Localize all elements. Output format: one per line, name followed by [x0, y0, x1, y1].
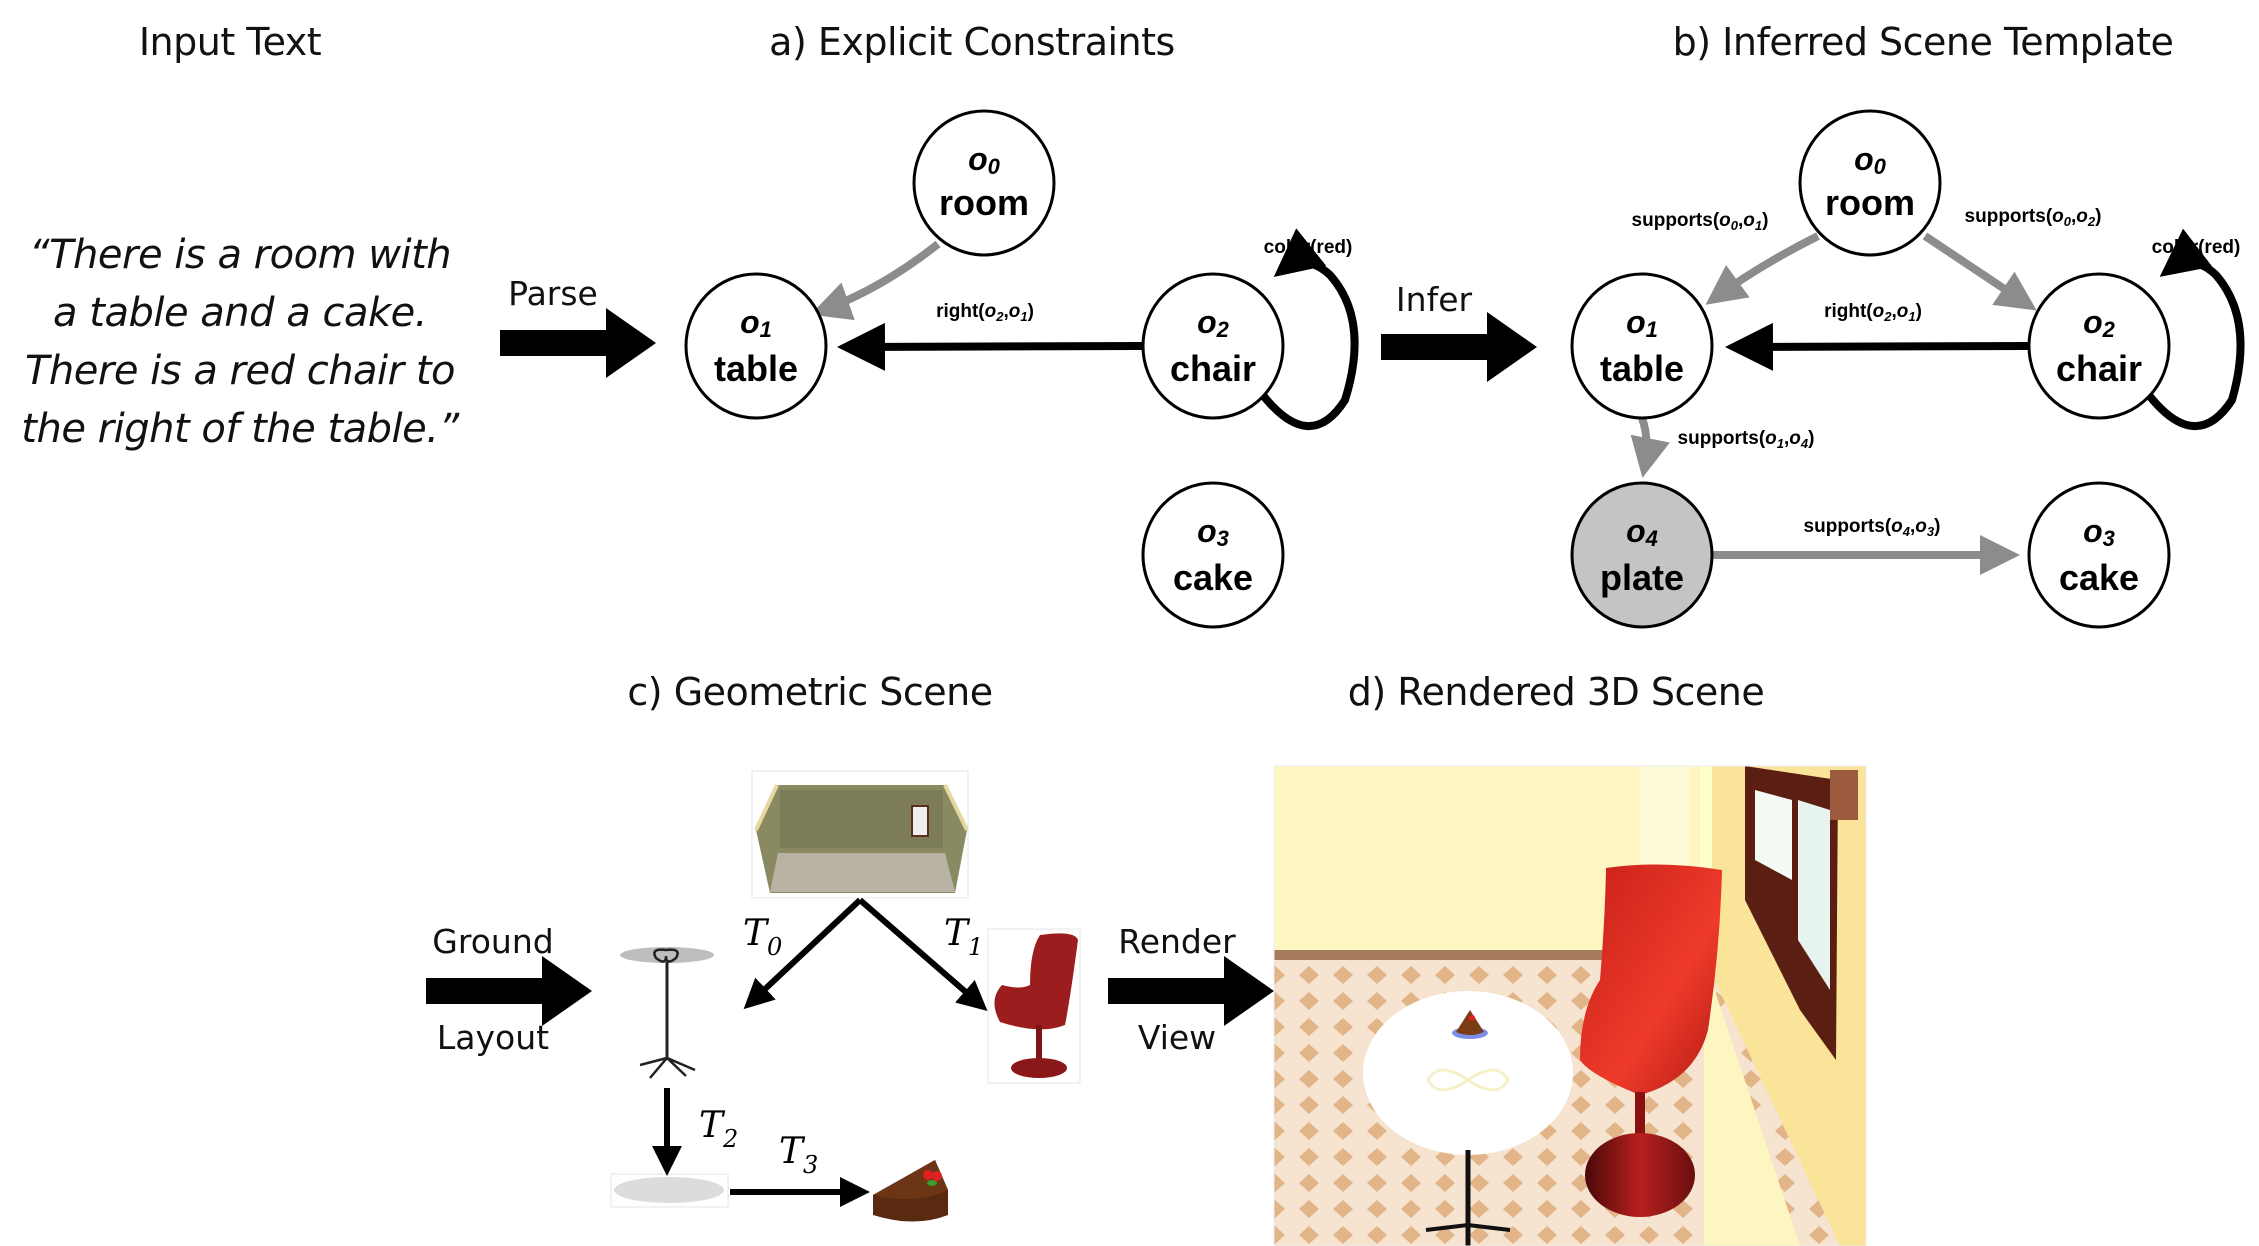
transform-label-t2: T2	[699, 1105, 738, 1153]
render-view-arrow	[1108, 956, 1274, 1026]
edge-label-color: color(red)	[1264, 237, 1353, 258]
parse-label: Parse	[508, 274, 598, 313]
parse-arrow	[500, 308, 656, 378]
quote-line: There is a red chair to	[24, 348, 456, 394]
cake-model-image	[873, 1160, 948, 1222]
rendered-chair	[1580, 864, 1722, 1095]
inferred-graph: supports(o0,o1) supports(o0,o2) right(o2…	[1570, 109, 2245, 629]
svg-text:room: room	[939, 182, 1029, 223]
transform-label-t0: T0	[743, 913, 782, 961]
svg-text:o2: o2	[1197, 304, 1230, 342]
table-model-image	[620, 947, 714, 1079]
svg-text:cake: cake	[1173, 557, 1253, 598]
node-o4-plate-inferred: o4 plate	[1570, 481, 1714, 629]
edge-label-color: color(red)	[2152, 237, 2241, 258]
svg-text:o1: o1	[740, 304, 772, 342]
render-label: Render	[1118, 922, 1236, 961]
node-o2-chair: o2 chair	[2027, 272, 2171, 420]
node-o2-chair: o2 chair	[1141, 272, 1285, 420]
transform-arrow-t0	[743, 897, 863, 1010]
node-o1-table: o1 table	[684, 272, 828, 420]
svg-text:o1: o1	[1626, 304, 1658, 342]
svg-text:chair: chair	[2056, 348, 2142, 389]
quote-line: the right of the table.”	[21, 406, 459, 452]
edge-supports-o1-o4	[1630, 416, 1670, 478]
node-o1-table: o1 table	[1570, 272, 1714, 420]
geometric-scene-title: c) Geometric Scene	[627, 670, 993, 714]
svg-text:chair: chair	[1170, 348, 1256, 389]
edge-label-right: right(o2,o1)	[1824, 301, 1922, 324]
node-o3-cake: o3 cake	[2027, 481, 2171, 629]
input-text-title: Input Text	[138, 20, 322, 64]
ground-layout-arrow	[426, 956, 592, 1026]
edge-right-o2-o1	[837, 322, 1144, 371]
svg-text:o3: o3	[2083, 513, 2115, 551]
transform-label-t1: T1	[944, 913, 983, 961]
rendered-scene-title: d) Rendered 3D Scene	[1347, 670, 1765, 714]
explicit-graph: right(o2,o1) color(red) o0 room o1 table…	[684, 109, 1359, 629]
transform-arrow-t1	[858, 897, 988, 1011]
view-label: View	[1137, 1018, 1217, 1057]
geometric-scene: T0 T1 T2 T3	[610, 770, 1081, 1222]
svg-text:room: room	[1825, 182, 1915, 223]
edge-supports-o0-o1	[1705, 232, 1820, 305]
svg-text:table: table	[714, 348, 798, 389]
svg-text:o0: o0	[1854, 141, 1887, 179]
rendered-3d-scene	[1273, 765, 1867, 1246]
infer-label: Infer	[1395, 280, 1473, 319]
node-o0-room: o0 room	[912, 109, 1056, 257]
edge-color-self-loop	[1258, 228, 1359, 430]
room-model-image	[751, 770, 969, 899]
edge-label-supports-o1-o4: supports(o1,o4)	[1678, 428, 1815, 451]
svg-text:o4: o4	[1626, 513, 1658, 551]
edge-label-right: right(o2,o1)	[936, 301, 1034, 324]
edge-supports-o0-o2	[1922, 232, 2037, 311]
svg-text:o3: o3	[1197, 513, 1229, 551]
svg-text:table: table	[1600, 348, 1684, 389]
svg-text:o0: o0	[968, 141, 1001, 179]
edge-o0-o1	[810, 240, 941, 321]
infer-arrow	[1381, 312, 1537, 382]
edge-label-supports-o0-o2: supports(o0,o2)	[1965, 206, 2102, 229]
explicit-constraints-title: a) Explicit Constraints	[769, 20, 1175, 64]
input-quote: “There is a room with a table and a cake…	[0, 226, 480, 458]
svg-text:cake: cake	[2059, 557, 2139, 598]
chair-model-image	[987, 928, 1081, 1084]
edge-color-self-loop	[2144, 228, 2245, 430]
quote-line: “There is a room with	[28, 232, 452, 278]
edge-label-supports-o4-o3: supports(o4,o3)	[1804, 516, 1941, 539]
transform-label-t3: T3	[779, 1131, 818, 1179]
layout-label: Layout	[436, 1018, 550, 1057]
node-o0-room: o0 room	[1798, 109, 1942, 257]
edge-right-o2-o1	[1725, 322, 2031, 371]
edge-label-supports-o0-o1: supports(o0,o1)	[1632, 210, 1769, 233]
ground-label: Ground	[432, 922, 554, 961]
rendered-cake	[1456, 1010, 1484, 1035]
inferred-template-title: b) Inferred Scene Template	[1672, 20, 2174, 64]
plate-model-image	[610, 1173, 729, 1208]
rendered-table	[1363, 991, 1573, 1155]
quote-line: a table and a cake.	[53, 290, 427, 336]
node-o3-cake: o3 cake	[1141, 481, 1285, 629]
svg-text:o2: o2	[2083, 304, 2116, 342]
svg-text:plate: plate	[1600, 557, 1684, 598]
